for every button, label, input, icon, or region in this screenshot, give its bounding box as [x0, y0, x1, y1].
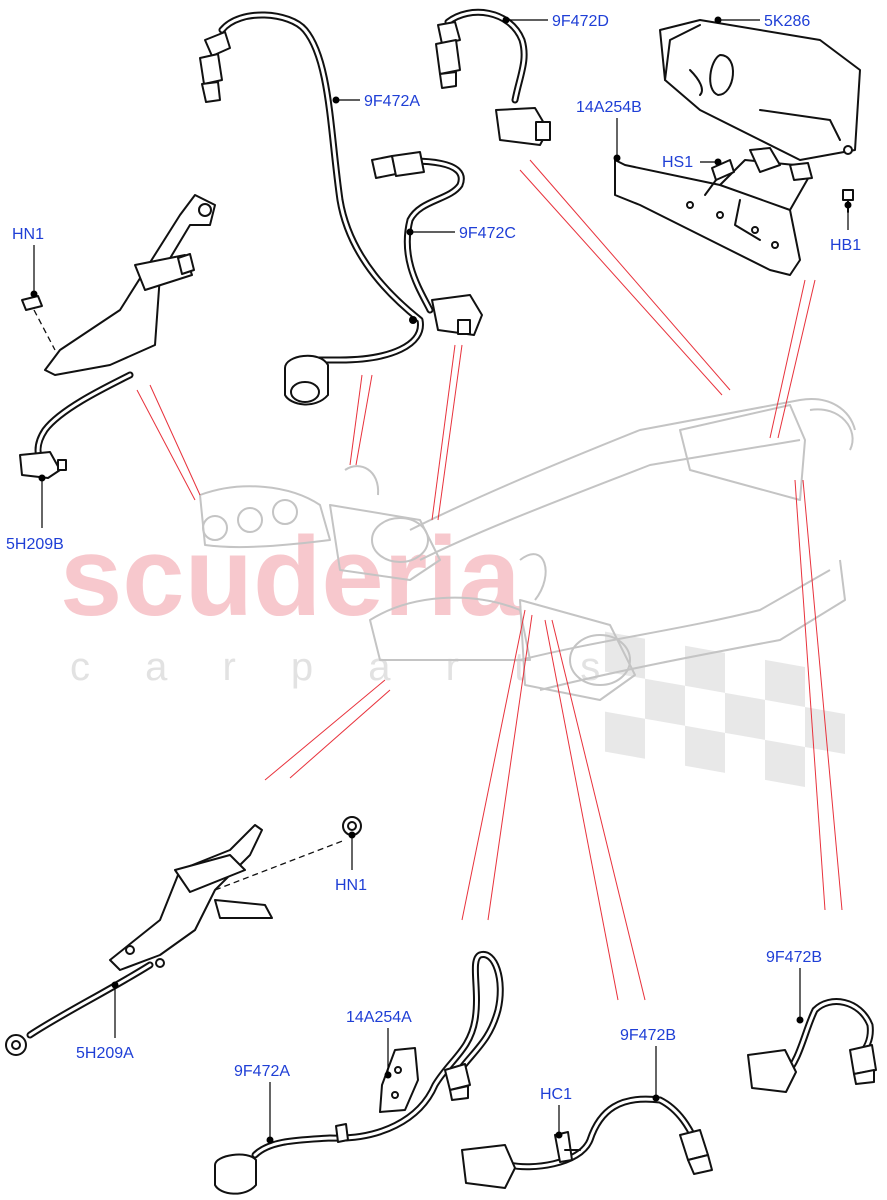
label-14A254B: 14A254B [576, 99, 642, 116]
label-leaders [30, 16, 852, 1144]
label-HS1: HS1 [662, 154, 693, 171]
oxygen-sensor-9F472B-right [747, 998, 877, 1093]
label-5H209B: 5H209B [6, 536, 64, 553]
bracket-14A254B [614, 147, 813, 276]
nut-HN1-upper [21, 295, 56, 351]
watermark-tagline: c a r p a r t s [70, 645, 622, 689]
exhaust-system-assembly [199, 398, 856, 701]
label-9F472A-lower: 9F472A [234, 1063, 290, 1080]
watermark-brand: scuderia [60, 514, 521, 639]
label-HN1-lower: HN1 [335, 877, 367, 894]
label-9F472D: 9F472D [552, 13, 609, 30]
label-9F472B-middle: 9F472B [620, 1027, 676, 1044]
label-9F472A-upper: 9F472A [364, 93, 420, 110]
oxygen-sensor-9F472A-lower [214, 951, 504, 1195]
label-5H209A: 5H209A [76, 1045, 134, 1062]
part-labels: 9F472D 5K286 9F472A 14A254B HS1 HN1 9F47… [6, 13, 861, 1103]
pressure-sensor-5H209B [19, 194, 216, 479]
oxygen-sensor-9F472C [371, 151, 483, 336]
heat-shield-5K286 [659, 19, 861, 161]
callout-lines [136, 159, 843, 1001]
label-HC1: HC1 [540, 1086, 572, 1103]
label-HB1: HB1 [830, 237, 861, 254]
label-5K286: 5K286 [764, 13, 810, 30]
oxygen-sensor-9F472A-upper [199, 11, 424, 406]
oxygen-sensor-9F472B-middle [461, 1095, 713, 1189]
clip-HC1 [554, 1131, 581, 1163]
watermark: scuderia c a r p a r t s [60, 514, 845, 787]
label-HN1-upper: HN1 [12, 226, 44, 243]
pressure-sensor-5H209A [5, 824, 346, 1056]
bolt-HS1 [704, 159, 735, 196]
bracket-14A254A [379, 1047, 419, 1113]
label-9F472C: 9F472C [459, 225, 516, 242]
watermark-checker-flag [605, 631, 845, 787]
label-9F472B-right: 9F472B [766, 949, 822, 966]
label-14A254A: 14A254A [346, 1009, 412, 1026]
oxygen-sensor-9F472D [435, 8, 551, 146]
